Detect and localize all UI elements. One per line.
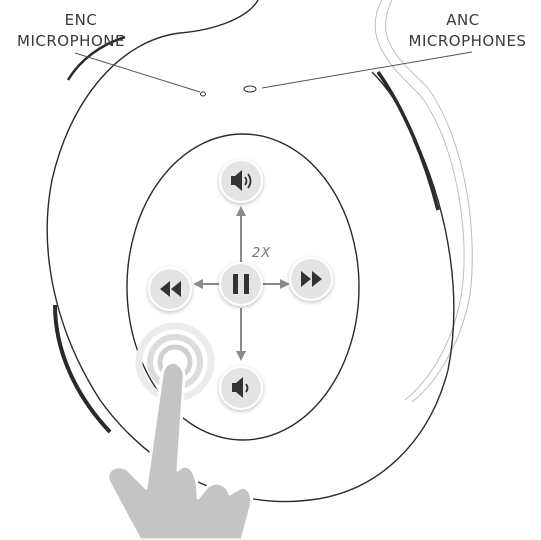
enc-label-line2: MICROPHONE <box>17 32 125 50</box>
rewind-icon <box>160 281 181 297</box>
volume-down-icon <box>232 377 249 398</box>
volume-down-button[interactable] <box>219 366 263 410</box>
double-tap-label: 2X <box>252 246 272 261</box>
anc-microphone-hole <box>243 85 257 93</box>
volume-up-icon <box>231 170 252 191</box>
hand-illustration <box>106 361 254 540</box>
fast-forward-icon <box>301 271 322 287</box>
gesture-arrows <box>193 206 290 361</box>
play-pause-button[interactable] <box>219 262 263 306</box>
headband <box>374 0 473 403</box>
enc-microphone-hole <box>200 91 206 97</box>
pause-icon <box>233 274 249 294</box>
previous-track-button[interactable] <box>148 267 192 311</box>
volume-up-button[interactable] <box>219 159 263 203</box>
anc-label-line2: MICROPHONES <box>408 32 527 50</box>
next-track-button[interactable] <box>289 257 333 301</box>
anc-label-line1: ANC <box>446 11 480 29</box>
enc-label-line1: ENC <box>64 11 98 29</box>
microphone-callouts <box>74 51 473 93</box>
